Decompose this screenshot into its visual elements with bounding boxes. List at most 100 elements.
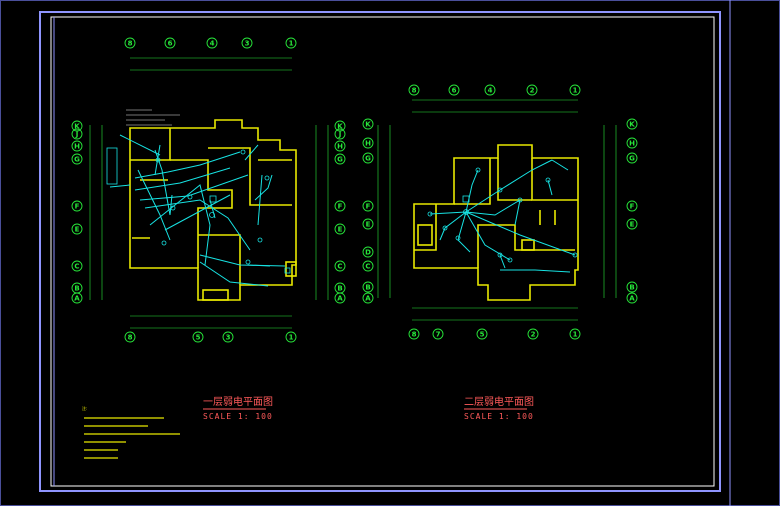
svg-text:H: H xyxy=(74,143,80,151)
plan1-top-axis-3: 3 xyxy=(241,37,253,49)
plan1-scale: SCALE 1: 100 xyxy=(203,412,273,421)
plan2-right-axis-H: H xyxy=(626,137,638,149)
svg-text:F: F xyxy=(338,203,343,211)
plan1-right-axis-H: H xyxy=(334,140,346,152)
svg-text:C: C xyxy=(365,263,370,271)
plan1-bottom-axis-3: 3 xyxy=(222,331,234,343)
plan2-right-axis-B: B xyxy=(626,281,638,293)
svg-text:H: H xyxy=(629,140,635,148)
plan1-left-axis-H: H xyxy=(71,140,83,152)
plan1-left-axis-C: C xyxy=(71,260,83,272)
plan2-left-axis-H: H xyxy=(362,137,374,149)
plan2-left-axis-K: K xyxy=(362,118,374,130)
svg-text:B: B xyxy=(74,285,79,293)
svg-text:C: C xyxy=(74,263,79,271)
svg-text:H: H xyxy=(365,140,371,148)
plan1-bottom-axes: 8 5 3 1 xyxy=(124,331,297,343)
svg-text:8: 8 xyxy=(412,331,417,339)
svg-text:K: K xyxy=(629,121,635,129)
svg-text:4: 4 xyxy=(488,87,493,95)
svg-text:A: A xyxy=(337,295,343,303)
svg-text:2: 2 xyxy=(530,87,535,95)
svg-text:J: J xyxy=(338,131,342,139)
plan2-title: 二层弱电平面图 xyxy=(464,395,534,408)
svg-text:2: 2 xyxy=(531,331,536,339)
plan2-fixtures xyxy=(427,167,578,263)
plan1-right-axis-B: B xyxy=(334,282,346,294)
svg-text:B: B xyxy=(629,284,634,292)
plan1-top-axes: 8 6 4 3 1 xyxy=(124,37,297,49)
svg-text:E: E xyxy=(75,226,80,234)
plan2-top-axis-1: 1 xyxy=(569,84,581,96)
notes-heading: 注: xyxy=(82,405,87,411)
svg-text:8: 8 xyxy=(412,87,417,95)
plan2-right-axis-G: G xyxy=(626,152,638,164)
svg-text:F: F xyxy=(366,203,371,211)
svg-text:A: A xyxy=(74,295,80,303)
svg-text:A: A xyxy=(629,295,635,303)
plan2-top-axis-4: 4 xyxy=(484,84,496,96)
svg-text:G: G xyxy=(74,156,80,164)
svg-text:H: H xyxy=(337,143,343,151)
svg-text:K: K xyxy=(365,121,371,129)
plan1-dimension-lines xyxy=(89,57,329,329)
plan1-bottom-axis-1: 1 xyxy=(285,331,297,343)
plan2-title-block: 二层弱电平面图 SCALE 1: 100 xyxy=(464,395,534,421)
svg-text:F: F xyxy=(75,203,80,211)
svg-text:K: K xyxy=(337,123,343,131)
plan2-top-axis-8: 8 xyxy=(408,84,420,96)
plan1-legend-block xyxy=(126,109,180,126)
plan1-top-axis-6: 6 xyxy=(164,37,176,49)
plan1-right-axis-F: F xyxy=(334,200,346,212)
plan1-top-axis-8: 8 xyxy=(124,37,136,49)
plan2-dimension-lines xyxy=(377,99,617,321)
plan1-fixtures xyxy=(106,147,291,274)
svg-text:1: 1 xyxy=(573,87,578,95)
plan1-left-axis-K: K xyxy=(71,120,83,132)
svg-text:B: B xyxy=(337,285,342,293)
plan1-left-axis-G: G xyxy=(71,153,83,165)
plan1-left-axis-J: J xyxy=(71,128,83,140)
svg-text:K: K xyxy=(74,123,80,131)
plan2-right-axes: K HG F E BA xyxy=(626,118,638,304)
plan2-right-axis-F: F xyxy=(626,200,638,212)
plan2-top-axis-2: 2 xyxy=(526,84,538,96)
svg-text:6: 6 xyxy=(452,87,457,95)
plan2-left-axis-F: F xyxy=(362,200,374,212)
plan1-right-axis-G: G xyxy=(334,153,346,165)
design-notes: 注: xyxy=(82,405,180,459)
svg-text:1: 1 xyxy=(573,331,578,339)
svg-text:1: 1 xyxy=(289,334,294,342)
plan2-walls xyxy=(413,144,579,301)
plan1-bottom-axis-8: 8 xyxy=(124,331,136,343)
plan2-left-axis-A: A xyxy=(362,292,374,304)
svg-text:5: 5 xyxy=(196,334,201,342)
svg-text:5: 5 xyxy=(480,331,485,339)
svg-text:E: E xyxy=(630,221,635,229)
plan1-walls xyxy=(129,119,297,301)
plan2-top-axes: 8 6 4 2 1 xyxy=(408,84,581,96)
svg-text:G: G xyxy=(629,155,635,163)
plan2-wiring xyxy=(429,159,576,273)
plan2-left-axis-C: C xyxy=(362,260,374,272)
plan2-bottom-axis-2: 2 xyxy=(527,328,539,340)
plan1-top-axis-1: 1 xyxy=(285,37,297,49)
plan2-right-axis-E: E xyxy=(626,218,638,230)
plan1-right-axis-E: E xyxy=(334,223,346,235)
svg-text:A: A xyxy=(365,295,371,303)
plan1-right-axis-A: A xyxy=(334,292,346,304)
plan1-top-axis-4: 4 xyxy=(206,37,218,49)
plan2-bottom-axis-5: 5 xyxy=(476,328,488,340)
plan1-bottom-axis-5: 5 xyxy=(192,331,204,343)
notes-lines xyxy=(84,417,180,459)
plan2-top-axis-6: 6 xyxy=(448,84,460,96)
plan1-title: 一层弱电平面图 xyxy=(203,395,273,408)
plan2-right-axis-K: K xyxy=(626,118,638,130)
